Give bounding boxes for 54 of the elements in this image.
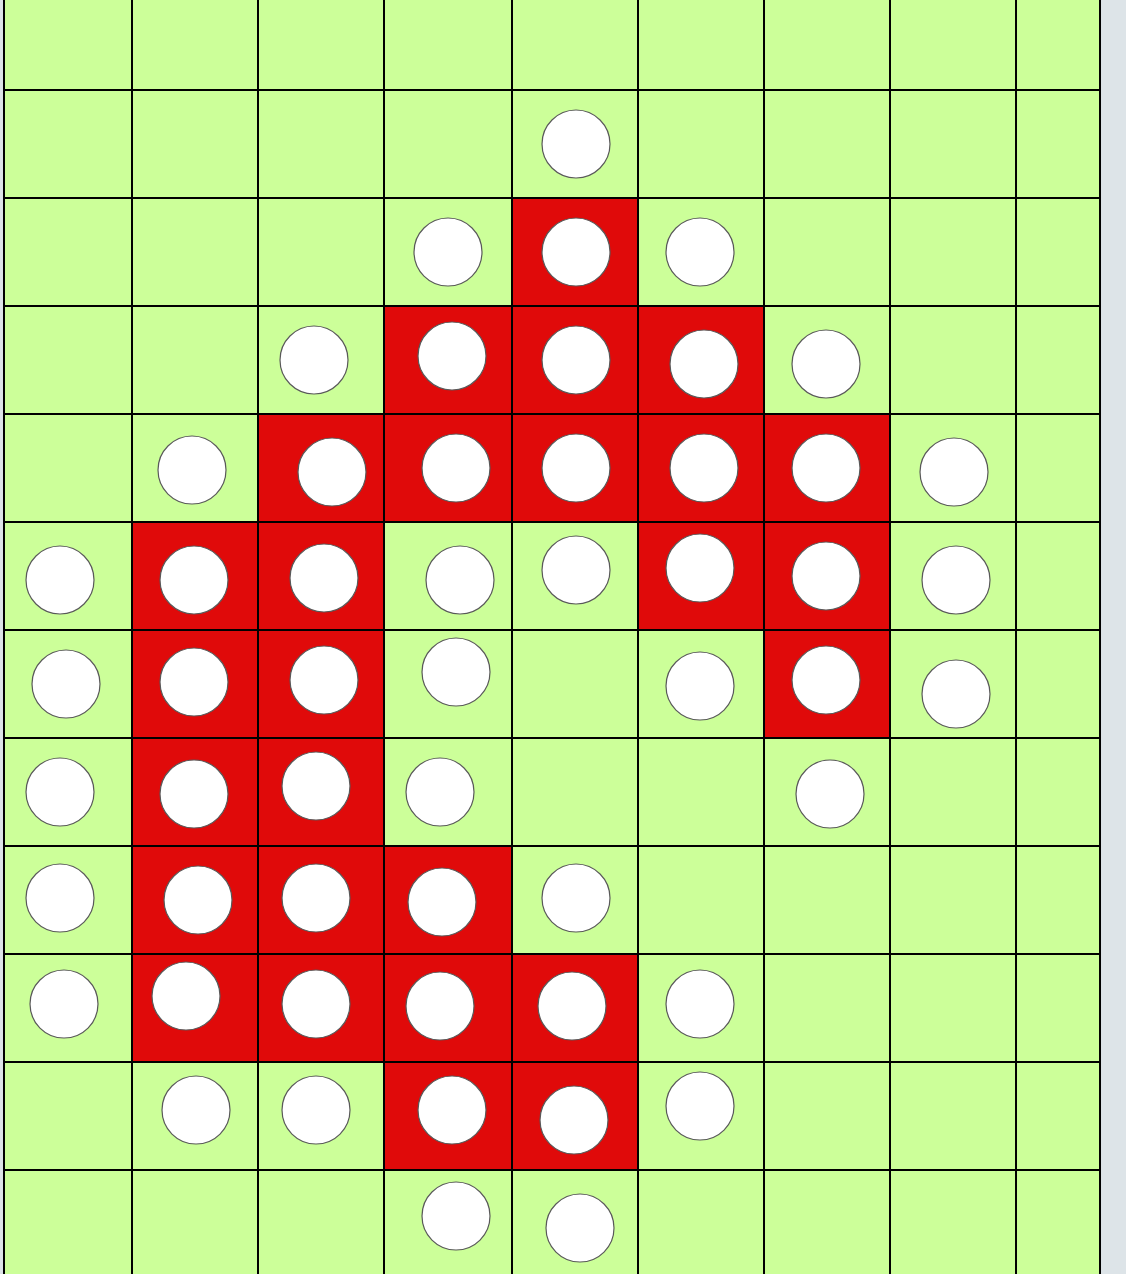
- circle: [795, 759, 865, 829]
- circle: [25, 757, 95, 827]
- circle: [159, 545, 229, 615]
- circle: [791, 433, 861, 503]
- circle: [159, 759, 229, 829]
- circle: [405, 971, 475, 1041]
- circle: [151, 961, 221, 1031]
- circle: [297, 437, 367, 507]
- circle: [541, 217, 611, 287]
- circle: [159, 647, 229, 717]
- circle: [921, 659, 991, 729]
- circle: [541, 433, 611, 503]
- circle: [281, 863, 351, 933]
- circle: [405, 757, 475, 827]
- circle: [163, 865, 233, 935]
- circle: [25, 863, 95, 933]
- circle: [791, 541, 861, 611]
- circle: [289, 543, 359, 613]
- circle: [407, 867, 477, 937]
- circle: [665, 651, 735, 721]
- circle: [541, 535, 611, 605]
- circle: [545, 1193, 615, 1263]
- circle: [539, 1085, 609, 1155]
- circle: [421, 1181, 491, 1251]
- circle: [281, 969, 351, 1039]
- circle: [791, 329, 861, 399]
- circle: [281, 751, 351, 821]
- circle: [157, 435, 227, 505]
- circle: [665, 1071, 735, 1141]
- circle: [921, 545, 991, 615]
- circle: [669, 433, 739, 503]
- circle: [161, 1075, 231, 1145]
- circle: [541, 325, 611, 395]
- circle: [279, 325, 349, 395]
- circle: [281, 1075, 351, 1145]
- circle: [29, 969, 99, 1039]
- circle: [413, 217, 483, 287]
- circle: [669, 329, 739, 399]
- circle: [919, 437, 989, 507]
- circle: [665, 533, 735, 603]
- circle: [537, 971, 607, 1041]
- circle: [31, 649, 101, 719]
- circle: [421, 433, 491, 503]
- circle: [417, 1075, 487, 1145]
- circle: [541, 863, 611, 933]
- circle: [665, 217, 735, 287]
- circle: [289, 645, 359, 715]
- circle: [791, 645, 861, 715]
- circle: [665, 969, 735, 1039]
- circle: [417, 321, 487, 391]
- circle: [421, 637, 491, 707]
- circle: [425, 545, 495, 615]
- circle: [541, 109, 611, 179]
- circle: [25, 545, 95, 615]
